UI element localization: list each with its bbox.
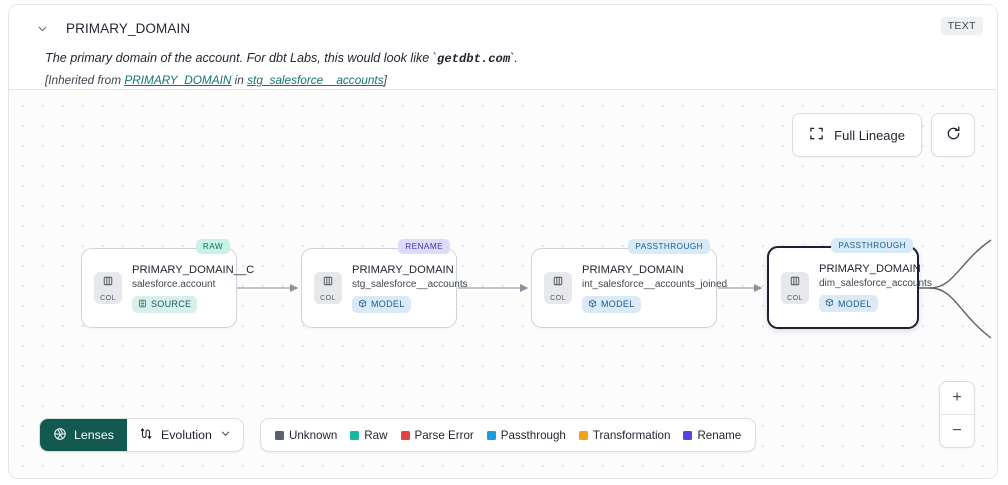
node-subtitle: salesforce.account [132,278,216,290]
full-lineage-label: Full Lineage [834,127,905,143]
legend-item: Parse Error [400,428,474,442]
zoom-separator [940,414,974,415]
lineage-node[interactable]: RAW COL PRIMARY_DOMAIN__C salesforce.acc… [81,239,255,328]
column-icon [789,274,801,292]
column-description: The primary domain of the account. For d… [45,51,983,66]
column-chip: COL [544,272,572,304]
legend-item: Unknown [274,428,338,442]
column-chip-label: COL [320,293,336,302]
node-type-pill: RENAME [398,239,450,254]
column-icon [552,274,564,292]
zoom-out-button[interactable]: − [952,422,962,439]
inherited-middle: in [231,73,248,87]
node-kind-label: MODEL [838,298,872,309]
node-kind-label: SOURCE [151,299,192,309]
legend-item: Passthrough [486,428,566,442]
type-badge: TEXT [940,17,983,35]
node-body: PRIMARY_DOMAIN__C salesforce.account SOU… [132,263,255,313]
inherited-suffix: ] [383,73,387,87]
column-chip: COL [781,271,809,304]
legend-swatch-transformation [578,430,588,440]
node-type-pill: PASSTHROUGH [628,239,710,254]
evolution-icon [139,427,153,444]
database-icon [138,299,147,310]
legend-item: Raw [350,428,388,442]
legend-label: Raw [364,428,388,442]
column-chip: COL [314,272,342,304]
node-kind-label: MODEL [371,299,405,309]
card-header: PRIMARY_DOMAIN TEXT The primary domain o… [9,5,997,90]
legend-label: Transformation [592,428,671,442]
lineage-node[interactable]: PASSTHROUGH COL PRIMARY_DOMAIN int_sales… [531,239,728,328]
refresh-button[interactable] [931,113,975,157]
node-kind-label: MODEL [601,299,635,309]
lenses-label: Lenses [74,428,114,442]
evolution-label: Evolution [160,428,212,442]
node-type-pill: RAW [195,239,230,254]
header-title-row: PRIMARY_DOMAIN [23,5,983,45]
node-kind-badge: SOURCE [132,295,198,313]
cube-icon [825,298,834,309]
cube-icon [588,299,597,310]
legend-item: Transformation [578,428,671,442]
cube-icon [358,299,367,310]
column-chip-label: COL [550,293,566,302]
legend-swatch-rename [683,430,693,440]
column-icon [102,274,114,292]
node-subtitle: dim_salesforce_accounts [819,278,932,289]
zoom-in-button[interactable]: + [952,389,962,406]
column-chip-label: COL [787,292,803,302]
lineage-node[interactable]: RENAME COL PRIMARY_DOMAIN stg_salesforce… [301,239,468,328]
description-text-pre: The primary domain of the account. For d… [45,51,437,65]
description-text-post: `. [510,51,518,65]
description-code: getdbt.com [437,52,511,66]
refresh-icon [945,125,962,145]
lineage-legend: Unknown Raw Parse Error Passthrough Tran… [259,418,757,452]
lens-control-group: Lenses Evolution [39,418,244,452]
canvas-bottom-toolbar: Lenses Evolution [39,418,757,452]
chevron-down-icon[interactable] [31,17,53,39]
node-subtitle: int_salesforce__accounts_joined [582,278,728,290]
zoom-controls: + − [939,381,975,448]
page-title: PRIMARY_DOMAIN [66,20,191,36]
node-title: PRIMARY_DOMAIN__C [132,263,255,276]
column-chip: COL [94,272,122,304]
inherited-prefix: [Inherited from [45,73,125,87]
legend-swatch-unknown [274,430,284,440]
legend-swatch-raw [350,430,360,440]
node-kind-badge: MODEL [352,295,411,313]
node-body: PRIMARY_DOMAIN dim_salesforce_accounts M… [819,263,932,312]
column-detail-card: PRIMARY_DOMAIN TEXT The primary domain o… [8,4,998,479]
node-body: PRIMARY_DOMAIN int_salesforce__accounts_… [582,263,728,313]
chevron-down-icon [220,428,231,442]
legend-label: Unknown [288,428,338,442]
inherited-model-link[interactable]: stg_salesforce__accounts [247,73,384,87]
lenses-button[interactable]: Lenses [40,419,127,451]
column-icon [322,274,334,292]
node-title: PRIMARY_DOMAIN [819,263,921,275]
expand-corners-icon [809,126,824,144]
node-title: PRIMARY_DOMAIN [352,263,454,276]
lineage-canvas[interactable]: Full Lineage [9,90,997,478]
node-body: PRIMARY_DOMAIN stg_salesforce__accounts … [352,263,468,313]
node-type-pill: PASSTHROUGH [831,238,913,253]
node-title: PRIMARY_DOMAIN [582,263,684,276]
node-kind-badge: MODEL [819,295,878,312]
canvas-top-controls: Full Lineage [792,113,975,157]
legend-swatch-passthrough [486,430,496,440]
legend-label: Parse Error [414,428,474,442]
lineage-node-selected[interactable]: PASSTHROUGH COL PRIMARY_DOMAIN dim_sales… [767,238,932,329]
inherited-from-note: [Inherited from PRIMARY_DOMAIN in stg_sa… [45,73,983,87]
node-kind-badge: MODEL [582,295,641,313]
full-lineage-button[interactable]: Full Lineage [792,113,922,157]
legend-label: Rename [697,428,742,442]
node-subtitle: stg_salesforce__accounts [352,278,468,290]
legend-swatch-parse-error [400,430,410,440]
evolution-dropdown[interactable]: Evolution [126,419,243,451]
legend-item: Rename [683,429,741,442]
column-chip-label: COL [100,293,116,302]
inherited-column-link[interactable]: PRIMARY_DOMAIN [124,73,232,87]
aperture-icon [53,427,67,444]
legend-label: Passthrough [500,428,566,442]
